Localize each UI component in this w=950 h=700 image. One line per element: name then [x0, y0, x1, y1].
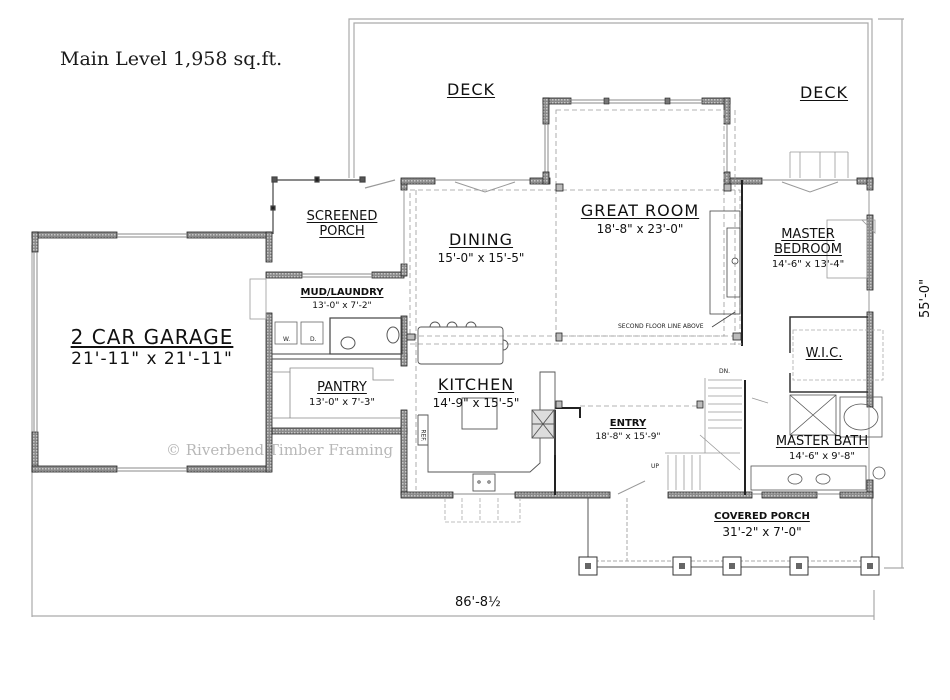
wic-walls	[789, 316, 884, 393]
room-name: DINING	[448, 230, 514, 249]
room-name: DECK	[799, 83, 849, 102]
room-wic: W.I.C.	[806, 347, 843, 360]
timber-posts	[406, 183, 742, 409]
dryer-label: D.	[310, 336, 317, 343]
overall-depth-dimension: 55'-0"	[918, 278, 933, 318]
room-name-line2: PORCH	[319, 224, 365, 239]
room-great-room: GREAT ROOM 18'-8" x 23'-0"	[580, 201, 700, 236]
room-name: SCREENED	[306, 209, 378, 224]
room-entry: ENTRY 18'-8" x 15'-9"	[595, 419, 660, 442]
room-dimensions: 14'-6" x 9'-8"	[788, 451, 856, 462]
room-name: MASTER	[781, 227, 835, 242]
room-name-line2: BEDROOM	[774, 242, 842, 257]
room-deck-left: DECK	[447, 82, 495, 98]
room-garage: 2 CAR GARAGE 21'-11" x 21'-11"	[71, 327, 234, 368]
room-master-bedroom: MASTER BEDROOM 14'-6" x 13'-4"	[772, 228, 844, 270]
timber-frame-lines	[409, 109, 742, 490]
room-dimensions: 31'-2" x 7'-0"	[722, 525, 802, 539]
room-pantry: PANTRY 13'-0" x 7'-3"	[309, 381, 375, 408]
room-master-bath: MASTER BATH 14'-6" x 9'-8"	[776, 435, 868, 462]
room-name: COVERED PORCH	[714, 511, 810, 522]
room-kitchen: KITCHEN 14'-9" x 15'-5"	[432, 375, 520, 410]
room-name: 2 CAR GARAGE	[70, 325, 234, 349]
stair-down-label: DN.	[719, 368, 731, 375]
room-dimensions: 14'-6" x 13'-4"	[771, 259, 845, 270]
dimension-lines	[31, 18, 904, 620]
porch-post-cores	[585, 563, 873, 569]
room-name: MASTER BATH	[775, 434, 869, 449]
room-name: ENTRY	[609, 418, 647, 429]
room-dining: DINING 15'-0" x 15'-5"	[437, 230, 525, 265]
master-bedroom-fixtures	[789, 151, 876, 279]
floor-plan-title: Main Level 1,958 sq.ft.	[60, 48, 283, 70]
room-name: KITCHEN	[437, 375, 515, 394]
watermark: © Riverbend Timber Framing	[166, 441, 394, 459]
room-name: MUD/LAUNDRY	[300, 287, 384, 298]
deck-outline	[348, 18, 873, 178]
room-dimensions: 13'-0" x 7'-2"	[312, 301, 372, 311]
fireplace	[709, 210, 741, 328]
room-covered-porch: COVERED PORCH 31'-2" x 7'-0"	[714, 511, 810, 539]
room-name: GREAT ROOM	[580, 201, 700, 220]
room-dimensions: 21'-11" x 21'-11"	[71, 349, 233, 369]
overall-width-dimension: 86'-8½	[455, 595, 501, 610]
room-dimensions: 13'-0" x 7'-3"	[308, 397, 376, 408]
room-dimensions: 18'-8" x 23'-0"	[596, 222, 684, 236]
screened-porch-walls	[270, 176, 396, 234]
master-bath-fixtures	[750, 394, 886, 491]
stair-up-label: UP	[651, 463, 660, 470]
stairs	[665, 378, 742, 490]
refrigerator-label: REF.	[419, 429, 427, 442]
main-walls	[400, 97, 874, 499]
service-walls	[265, 179, 408, 496]
room-name: PANTRY	[317, 380, 367, 395]
room-name: DECK	[446, 80, 496, 99]
garage-walls	[31, 231, 273, 473]
room-deck-right: DECK	[800, 85, 848, 101]
washer-label: W.	[283, 336, 291, 343]
room-dimensions: 14'-9" x 15'-5"	[432, 396, 520, 410]
room-screened-porch: SCREENED PORCH	[307, 210, 378, 238]
kitchen-fixtures	[417, 321, 556, 492]
room-mud-laundry: MUD/LAUNDRY 13'-0" x 7'-2"	[300, 288, 383, 311]
second-floor-line-note: SECOND FLOOR LINE ABOVE	[618, 323, 704, 330]
room-dimensions: 18'-8" x 15'-9"	[595, 432, 661, 442]
room-name: W.I.C.	[805, 346, 843, 361]
room-dimensions: 15'-0" x 15'-5"	[437, 251, 525, 265]
kitchen-bay	[444, 498, 521, 523]
